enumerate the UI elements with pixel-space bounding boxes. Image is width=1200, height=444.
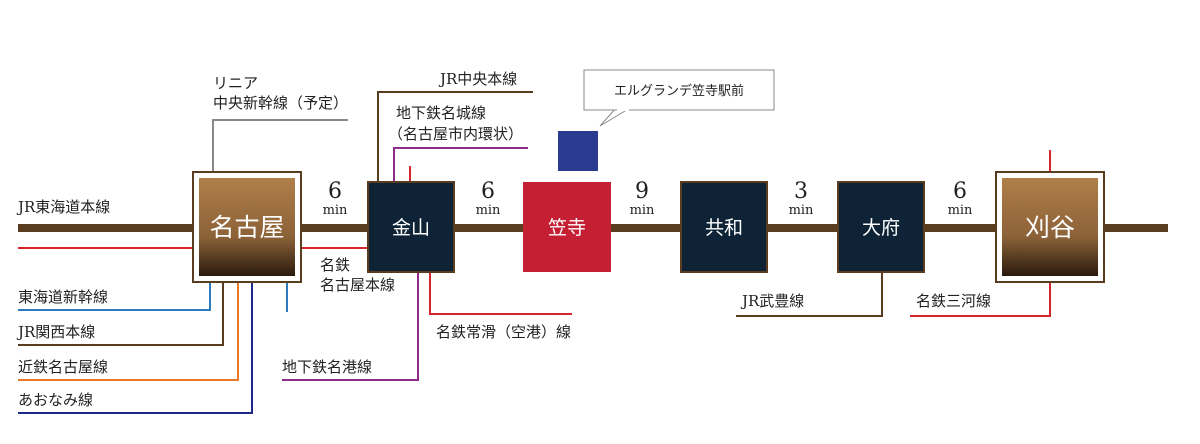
- label-jr-chuo: JR中央本線: [438, 70, 517, 88]
- travel-time-kasadera-kyowa: 9 min: [630, 179, 655, 218]
- travel-time-kyowa-obu: 3 min: [789, 179, 814, 218]
- travel-time-unit: min: [323, 203, 348, 218]
- station-kyowa: 共和: [680, 181, 768, 273]
- station-kasadera: 笠寺: [523, 182, 611, 272]
- station-kanayama-name: 金山: [392, 217, 430, 239]
- travel-time-value: 9: [635, 179, 649, 204]
- travel-time-value: 6: [481, 179, 495, 204]
- subway-meiko-line: [282, 272, 419, 381]
- property-callout: エルグランデ笠寺駅前: [583, 69, 775, 127]
- station-obu-name: 大府: [862, 217, 900, 239]
- travel-time-kanayama-kasadera: 6 min: [476, 179, 501, 218]
- travel-time-value: 6: [953, 179, 967, 204]
- label-jr-kansai: JR関西本線: [16, 323, 95, 341]
- station-kyowa-box: [680, 181, 768, 273]
- station-kariya-name: 刈谷: [1025, 213, 1075, 242]
- station-kanayama: 金山: [367, 181, 455, 273]
- station-nagoya-name: 名古屋: [209, 213, 284, 242]
- aonami-line: [18, 282, 253, 414]
- label-tokaido-shinkansen: 東海道新幹線: [18, 288, 108, 306]
- travel-time-unit: min: [948, 203, 973, 218]
- label-aonami: あおなみ線: [18, 391, 93, 409]
- meitetsu-mikawa-line: [910, 282, 1051, 317]
- travel-time-unit: min: [789, 203, 814, 218]
- callout-box: [583, 69, 775, 111]
- station-kasadera-box: [523, 182, 611, 272]
- label-jr-tokaido: JR東海道本線: [16, 198, 110, 216]
- travel-time-unit: min: [630, 203, 655, 218]
- travel-time-nagoya-kanayama: 6 min: [323, 179, 348, 218]
- jr-kansai-line: [18, 282, 224, 346]
- station-kariya: 刈谷: [995, 171, 1105, 283]
- property-location-marker: [558, 131, 598, 171]
- travel-time-unit: min: [476, 203, 501, 218]
- station-kyowa-name: 共和: [705, 217, 743, 239]
- meitetsu-tokoname-line: [429, 272, 572, 315]
- jr-taketoyo-line: [736, 272, 883, 317]
- station-nagoya-fill: [199, 178, 295, 276]
- label-linear-2: 中央新幹線（予定）: [213, 94, 348, 112]
- label-subway-meijo-2: （名古屋市内環状）: [388, 125, 523, 143]
- station-nagoya: 名古屋: [192, 171, 302, 283]
- label-linear-1: リニア: [213, 74, 258, 92]
- travel-time-value: 3: [794, 179, 808, 204]
- label-meitetsu-nagoya-2: 名古屋本線: [320, 276, 395, 294]
- label-meitetsu-nagoya-1: 名鉄: [320, 256, 350, 274]
- callout-text: エルグランデ笠寺駅前: [614, 83, 744, 99]
- kintetsu-nagoya-line: [18, 282, 239, 381]
- label-kintetsu-nagoya: 近鉄名古屋線: [18, 358, 108, 376]
- label-subway-meijo-1: 地下鉄名城線: [396, 104, 486, 122]
- label-meitetsu-mikawa: 名鉄三河線: [916, 292, 991, 310]
- station-kasadera-name: 笠寺: [548, 217, 586, 239]
- tokaido-shinkansen-line: [18, 282, 211, 311]
- station-obu-box: [837, 181, 925, 273]
- label-meitetsu-tokoname: 名鉄常滑（空港）線: [436, 323, 571, 341]
- label-jr-taketoyo: JR武豊線: [740, 292, 804, 310]
- jr-chuo-line: [377, 91, 533, 182]
- linear-chuo-shinkansen-line: [212, 119, 348, 172]
- station-kariya-fill: [1002, 178, 1098, 276]
- label-subway-meiko: 地下鉄名港線: [282, 358, 372, 376]
- travel-time-obu-kariya: 6 min: [948, 179, 973, 218]
- station-kanayama-box: [367, 181, 455, 273]
- travel-time-value: 6: [328, 179, 342, 204]
- station-obu: 大府: [837, 181, 925, 273]
- subway-meijo-line: [393, 147, 528, 182]
